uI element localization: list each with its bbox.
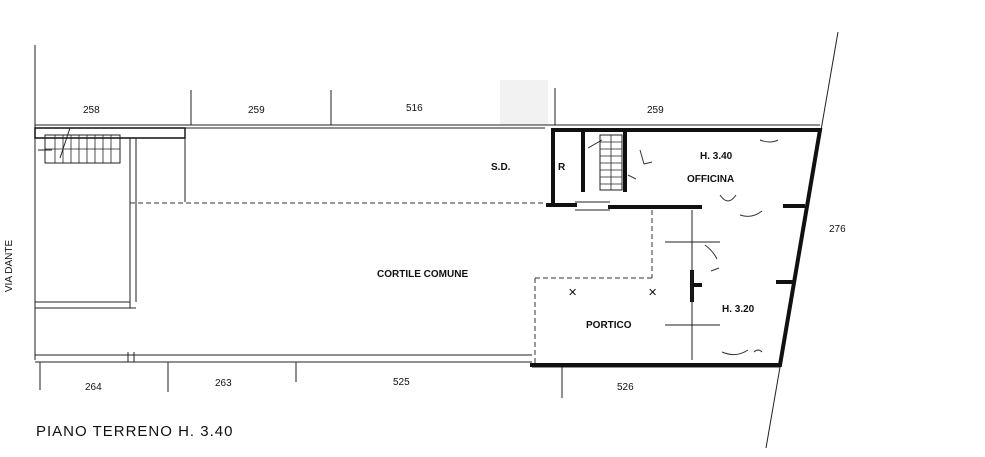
r-room-label: R xyxy=(558,162,566,173)
sd-label: S.D. xyxy=(491,162,511,173)
parcel-top-516: 516 xyxy=(406,103,423,114)
sketch-marks xyxy=(627,139,779,356)
inner-stair xyxy=(587,134,623,191)
left-building xyxy=(34,127,545,309)
parcel-top-258: 258 xyxy=(83,105,100,116)
left-stair xyxy=(38,127,121,164)
right-building xyxy=(530,128,823,367)
courtyard-label: CORTILE COMUNE xyxy=(377,269,468,280)
column-markers: ✕ ✕ xyxy=(568,287,657,299)
portico-height-label: H. 3.20 xyxy=(722,304,755,315)
parcel-bottom-526: 526 xyxy=(617,382,634,393)
drawing-title: PIANO TERRENO H. 3.40 xyxy=(36,423,234,440)
scan-blur xyxy=(500,80,548,125)
parcel-top-259-right: 259 xyxy=(647,105,664,116)
svg-text:✕: ✕ xyxy=(568,287,577,299)
parcel-top-259-left: 259 xyxy=(248,105,265,116)
top-parcel-line xyxy=(34,45,820,360)
parcel-bottom-264: 264 xyxy=(85,382,102,393)
workshop-height-label: H. 3.40 xyxy=(700,151,733,162)
courtyard-outline xyxy=(130,202,653,365)
portico-label: PORTICO xyxy=(586,320,632,331)
workshop-label: OFFICINA xyxy=(687,174,734,185)
parcel-right-276: 276 xyxy=(829,224,846,235)
svg-text:✕: ✕ xyxy=(648,287,657,299)
parcel-bottom-525: 525 xyxy=(393,377,410,388)
bottom-parcel-line xyxy=(35,352,780,398)
parcel-bottom-263: 263 xyxy=(215,378,232,389)
street-label: VIA DANTE xyxy=(4,239,15,293)
